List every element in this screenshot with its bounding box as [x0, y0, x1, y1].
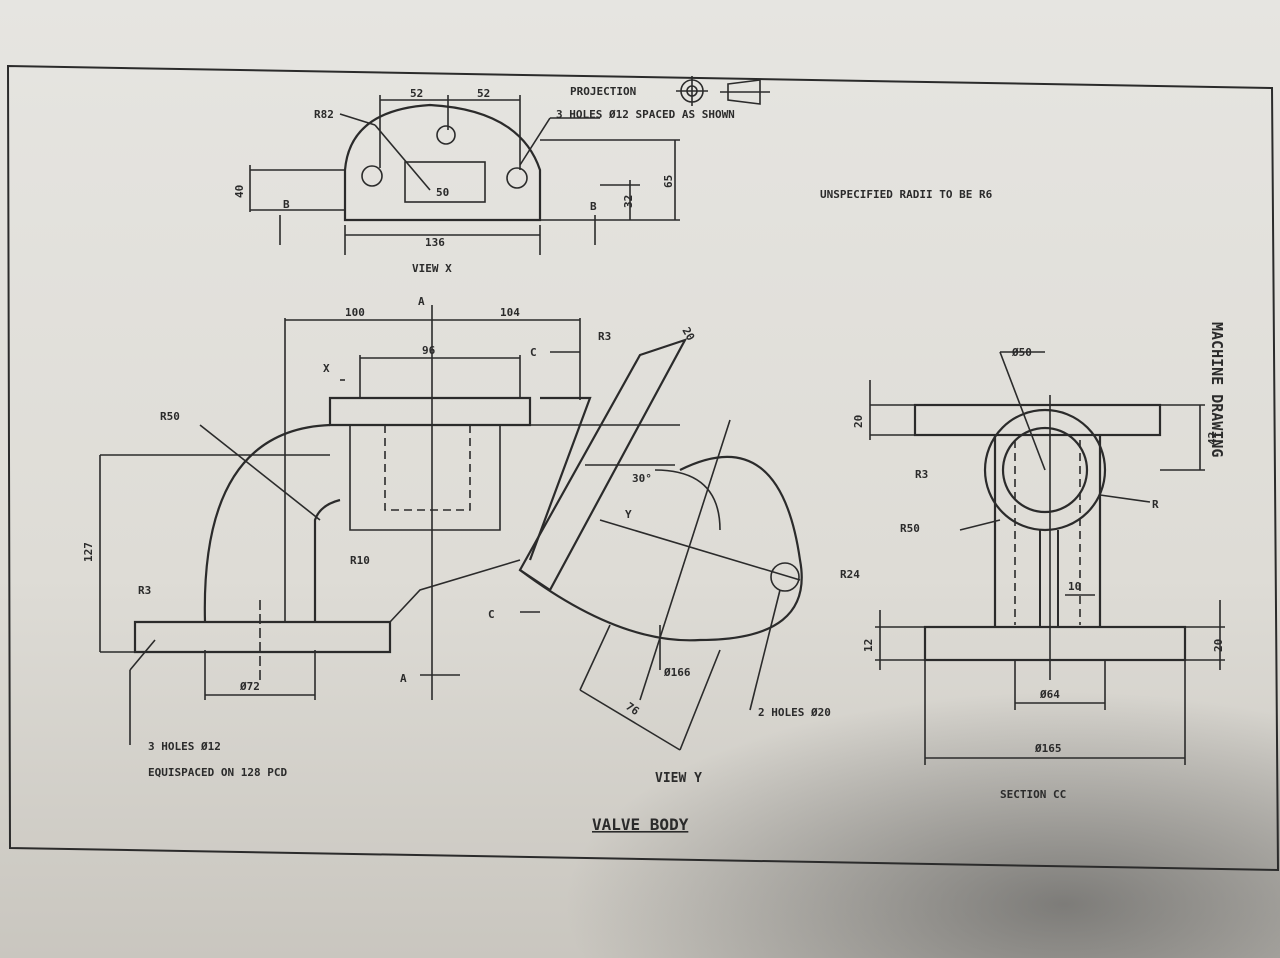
sc-dim-r3: R3	[915, 468, 928, 481]
sheet-border	[6, 64, 1280, 872]
view-y-label: VIEW Y	[655, 771, 702, 786]
fv-dim-r50: R50	[160, 410, 180, 423]
fv-dim-127: 127	[82, 542, 95, 562]
vx-dim-40: 40	[233, 185, 246, 198]
projection-symbol	[676, 76, 770, 106]
fv-view-x-arrow: X	[323, 362, 330, 375]
fv-dim-y: Y	[625, 508, 632, 521]
view-x-label: VIEW X	[412, 262, 452, 275]
drawing-title: VALVE BODY	[592, 815, 689, 834]
sc-dim-12: 12	[862, 639, 875, 652]
vx-dim-32: 32	[622, 195, 635, 208]
fv-dim-r10: R10	[350, 554, 370, 567]
sc-dim-42: 42	[1206, 432, 1219, 445]
fv-dim-96: 96	[422, 344, 436, 357]
vx-holes-note: 3 HOLES Ø12 SPACED AS SHOWN	[556, 108, 735, 121]
section-cc-label: SECTION CC	[1000, 788, 1066, 801]
fv-dim-dia166: Ø166	[663, 666, 691, 679]
radii-note: UNSPECIFIED RADII TO BE R6	[820, 188, 993, 201]
fv-holes-note-3: 2 HOLES Ø20	[758, 706, 831, 719]
fv-dim-r24: R24	[840, 568, 860, 581]
vx-section-b-left: B	[283, 198, 290, 211]
fv-dim-20: 20	[679, 325, 697, 343]
vx-dim-50: 50	[436, 186, 449, 199]
front-view-outline	[99, 305, 803, 751]
fv-section-a-bottom: A	[400, 672, 407, 685]
sc-dim-dia165: Ø165	[1034, 742, 1062, 755]
sc-dim-dia50: Ø50	[1011, 346, 1032, 359]
fv-holes-note-2: EQUISPACED ON 128 PCD	[148, 766, 287, 779]
vx-dim-52b: 52	[477, 87, 490, 100]
vx-dim-65: 65	[662, 175, 675, 188]
vx-dim-r82: R82	[314, 108, 334, 121]
fv-section-c-top: C	[530, 346, 537, 359]
sc-dim-20-bottom: 20	[1212, 639, 1225, 652]
fv-dim-100: 100	[345, 306, 365, 319]
fv-dim-76: 76	[623, 700, 642, 718]
fv-holes-note-1: 3 HOLES Ø12	[148, 740, 221, 753]
fv-section-c-bottom: C	[488, 608, 495, 621]
sc-dim-r50: R50	[900, 522, 920, 535]
fv-dim-30deg: 30°	[632, 472, 652, 485]
section-cc-outline	[869, 351, 1225, 765]
view-x-outline	[249, 95, 680, 255]
sc-dim-dia64: Ø64	[1039, 688, 1060, 701]
projection-label: PROJECTION	[570, 85, 636, 98]
fv-dim-104: 104	[500, 306, 520, 319]
fv-dim-r3-bottom: R3	[138, 584, 151, 597]
sc-dim-20-top: 20	[852, 415, 865, 428]
vx-section-b-right: B	[590, 200, 597, 213]
side-title: MACHINE DRAWING	[1208, 322, 1226, 457]
fv-dim-r3-top: R3	[598, 330, 611, 343]
fv-section-a-top: A	[418, 295, 425, 308]
vx-dim-52a: 52	[410, 87, 423, 100]
sc-dim-r: R	[1152, 498, 1159, 511]
sc-dim-10: 10	[1068, 580, 1081, 593]
shadow-overlay	[560, 690, 1280, 958]
fv-dim-dia72: Ø72	[239, 680, 260, 693]
vx-dim-136: 136	[425, 236, 445, 249]
